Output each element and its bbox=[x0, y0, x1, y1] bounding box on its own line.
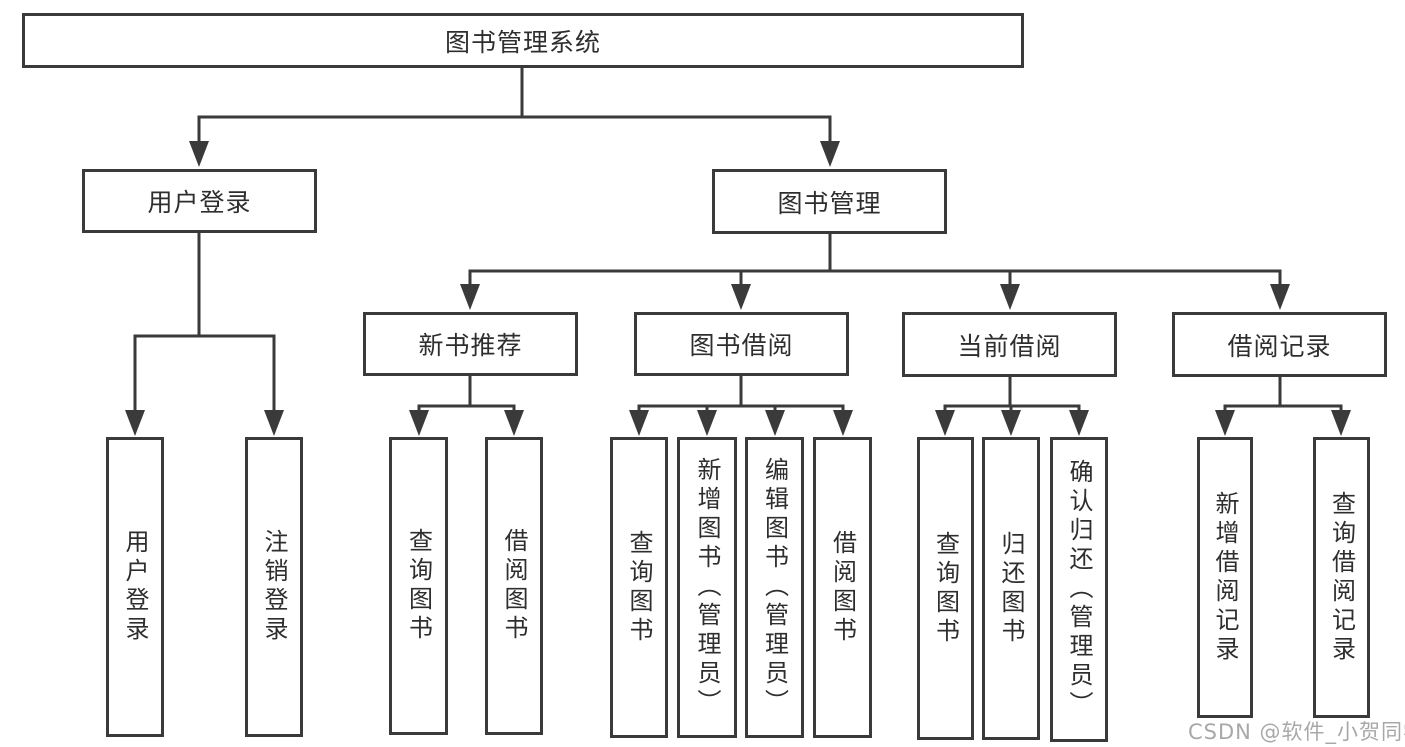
leaf-label: 新增图书（管理员） bbox=[693, 457, 721, 718]
leaf-label: 注销登录 bbox=[260, 529, 288, 645]
node-label: 当前借阅 bbox=[957, 331, 1062, 361]
leaf-return-books: 归还图书 bbox=[982, 437, 1040, 740]
node-label: 图书管理系统 bbox=[444, 27, 601, 57]
leaf-label: 查询借阅记录 bbox=[1327, 490, 1356, 665]
leaf-borrow-books-recommend: 借阅图书 bbox=[485, 437, 543, 735]
leaf-confirm-return-admin: 确认归还（管理员） bbox=[1050, 437, 1108, 742]
leaf-logout: 注销登录 bbox=[245, 437, 303, 737]
node-label: 用户登录 bbox=[147, 188, 252, 217]
csdn-watermark: CSDN @软件_小贺同学 bbox=[1188, 720, 1405, 744]
node-label: 新书推荐 bbox=[418, 331, 523, 360]
node-label: 图书借阅 bbox=[689, 331, 794, 360]
leaf-label: 用户登录 bbox=[121, 529, 149, 645]
leaf-label: 编辑图书（管理员） bbox=[760, 457, 789, 718]
node-borrow-record: 借阅记录 bbox=[1172, 312, 1387, 377]
leaf-edit-books-admin: 编辑图书（管理员） bbox=[745, 437, 804, 738]
leaf-add-books-admin: 新增图书（管理员） bbox=[677, 437, 737, 738]
node-current-borrow: 当前借阅 bbox=[902, 312, 1117, 377]
node-label: 借阅记录 bbox=[1227, 331, 1332, 361]
leaf-add-borrow-record: 新增借阅记录 bbox=[1197, 437, 1253, 718]
leaf-query-books-borrow: 查询图书 bbox=[610, 437, 668, 738]
node-new-book-recommend: 新书推荐 bbox=[363, 312, 578, 376]
leaf-query-books-recommend: 查询图书 bbox=[389, 437, 448, 735]
leaf-user-login: 用户登录 bbox=[106, 437, 164, 737]
leaf-label: 归还图书 bbox=[997, 530, 1025, 647]
leaf-label: 确认归还（管理员） bbox=[1065, 459, 1093, 720]
node-label: 图书管理 bbox=[777, 188, 882, 218]
leaf-query-books-current: 查询图书 bbox=[917, 437, 974, 740]
leaf-label: 查询图书 bbox=[931, 530, 960, 647]
leaf-query-borrow-record: 查询借阅记录 bbox=[1313, 437, 1370, 718]
node-user-login: 用户登录 bbox=[82, 169, 317, 233]
leaf-label: 查询图书 bbox=[404, 528, 433, 644]
node-book-management: 图书管理 bbox=[712, 169, 947, 234]
leaf-label: 查询图书 bbox=[625, 529, 653, 646]
leaf-borrow-books: 借阅图书 bbox=[813, 437, 872, 738]
node-book-borrow: 图书借阅 bbox=[634, 312, 849, 376]
leaf-label: 借阅图书 bbox=[828, 529, 857, 646]
leaf-label: 借阅图书 bbox=[500, 528, 528, 644]
leaf-label: 新增借阅记录 bbox=[1211, 490, 1239, 665]
node-library-management-system: 图书管理系统 bbox=[22, 13, 1024, 68]
